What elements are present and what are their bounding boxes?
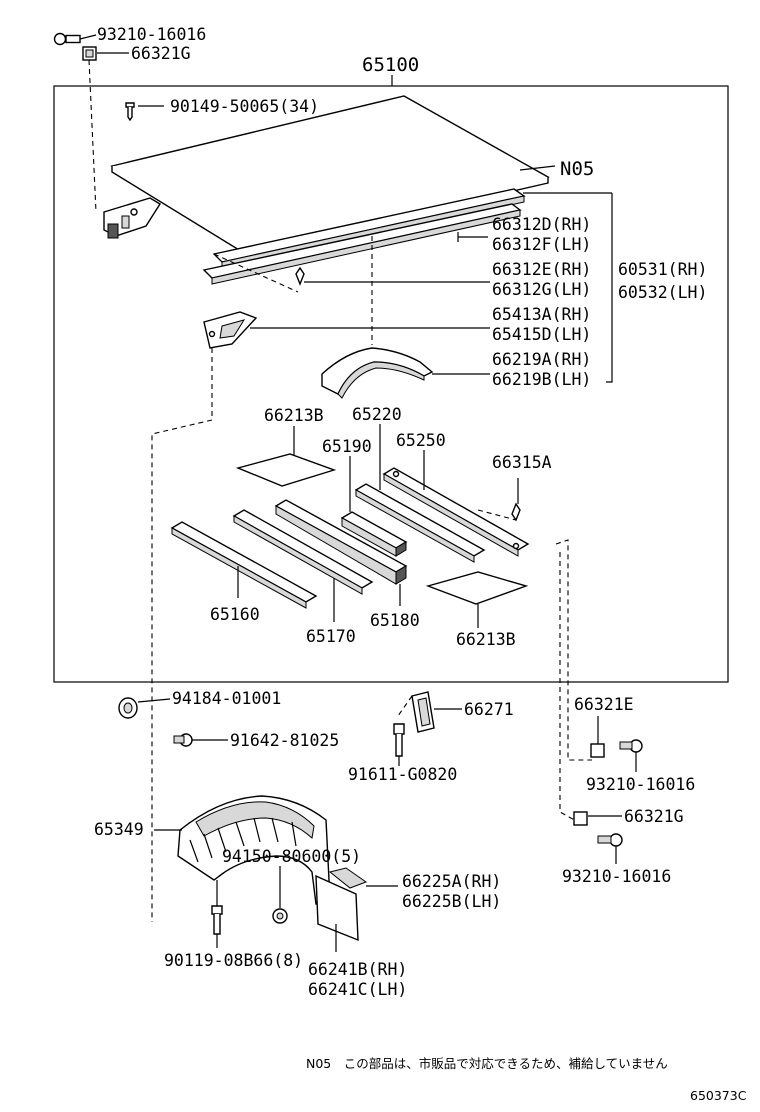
corner-bracket <box>203 311 258 349</box>
part-label-91642: 91642-81025 <box>230 731 339 750</box>
hinge-bracket <box>103 197 161 239</box>
assembly-number-label: 65100 <box>362 54 419 76</box>
crossmember-65160 <box>170 521 318 609</box>
part-label-66321g-bot: 66321G <box>624 807 684 826</box>
part-label-65415d: 65415D(LH) <box>492 325 591 344</box>
part-label-65349: 65349 <box>94 820 144 839</box>
nut-66321g-bot-icon <box>573 811 588 826</box>
dashed-guide-left <box>88 59 97 213</box>
part-label-65250: 65250 <box>396 431 446 450</box>
part-label-66225b: 66225B(LH) <box>402 892 501 911</box>
footnote-text: N05 この部品は、市販品で対応できるため、補給していません <box>306 1056 668 1071</box>
stud-icon <box>393 723 405 757</box>
block-66271 <box>411 691 435 733</box>
part-label-65220: 65220 <box>352 405 402 424</box>
bracket-66225 <box>328 867 368 889</box>
part-label-n05: N05 <box>560 158 594 180</box>
bolt-mid-icon <box>619 739 643 753</box>
dashed-guide-right-2 <box>559 552 579 823</box>
screw-icon <box>125 102 135 122</box>
part-label-66312g: 66312G(LH) <box>492 280 591 299</box>
part-label-94184: 94184-01001 <box>172 689 281 708</box>
part-label-66271: 66271 <box>464 700 514 719</box>
part-label-66219a: 66219A(RH) <box>492 350 591 369</box>
part-label-66225a: 66225A(RH) <box>402 872 501 891</box>
part-label-66213b-top: 66213B <box>264 406 324 425</box>
pin-icon <box>457 232 488 242</box>
crossmember-65180 <box>274 499 408 585</box>
part-label-91611: 91611-G0820 <box>348 765 457 784</box>
crossmember-65250 <box>382 467 530 557</box>
bolt-90119-icon <box>211 905 223 935</box>
part-label-66321e: 66321E <box>574 695 634 714</box>
wheel-housing <box>321 347 434 399</box>
part-label-66312f: 66312F(LH) <box>492 235 591 254</box>
crossmember-65170 <box>232 509 374 595</box>
dashed-guide-right-1 <box>555 539 592 761</box>
part-label-65190: 65190 <box>322 437 372 456</box>
nut-66321e-icon <box>590 743 605 758</box>
pad-bottom <box>425 571 529 605</box>
side-rail-lower <box>202 203 522 285</box>
diagram-code: 650373C <box>690 1088 747 1103</box>
pad-top <box>235 453 337 487</box>
dashed-guide-long-left <box>151 419 213 922</box>
part-label-60532: 60532(LH) <box>618 283 707 302</box>
bolt-bot-icon <box>597 833 623 847</box>
bolt-91642-icon <box>173 733 193 747</box>
part-label-93210-top: 93210-16016 <box>97 25 206 44</box>
part-label-93210-bot: 93210-16016 <box>562 867 671 886</box>
leader-93210-top <box>79 34 97 40</box>
bolt-icon <box>53 32 81 46</box>
part-label-66315a: 66315A <box>492 453 552 472</box>
part-label-93210-mid: 93210-16016 <box>586 775 695 794</box>
dashed-guide-66315a <box>477 509 517 521</box>
leader-n05 <box>519 165 556 171</box>
dashed-guide-66271 <box>397 695 413 717</box>
part-label-94150: 94150-80600(5) <box>222 847 361 866</box>
part-label-60531: 60531(RH) <box>618 260 707 279</box>
crossmember-65190 <box>340 511 408 557</box>
part-label-66241b: 66241B(RH) <box>308 960 407 979</box>
dashed-guide-diag <box>213 253 299 293</box>
grommet-icon <box>118 697 138 719</box>
group-bracket-right <box>606 193 613 383</box>
leader-94184 <box>137 698 171 703</box>
part-label-65413a: 65413A(RH) <box>492 305 591 324</box>
clip-icon <box>295 266 305 286</box>
part-label-66219b: 66219B(LH) <box>492 370 591 389</box>
crossmember-65220 <box>354 483 486 563</box>
part-label-65180: 65180 <box>370 611 420 630</box>
nut-icon <box>82 46 97 61</box>
part-label-90149: 90149-50065(34) <box>170 97 319 116</box>
part-label-66241c: 66241C(LH) <box>308 980 407 999</box>
clip-66315a <box>511 502 521 522</box>
part-label-66321g-top: 66321G <box>131 44 191 63</box>
assembly-frame <box>53 85 729 683</box>
part-label-66312e: 66312E(RH) <box>492 260 591 279</box>
part-label-90119: 90119-08B66(8) <box>164 951 303 970</box>
part-label-66312d: 66312D(RH) <box>492 215 591 234</box>
fender-65349 <box>177 795 331 905</box>
mudflap-66241 <box>315 874 359 942</box>
part-label-66213b-bot: 66213B <box>456 630 516 649</box>
nut-94150-icon <box>272 908 288 924</box>
part-label-65160: 65160 <box>210 605 260 624</box>
part-label-65170: 65170 <box>306 627 356 646</box>
